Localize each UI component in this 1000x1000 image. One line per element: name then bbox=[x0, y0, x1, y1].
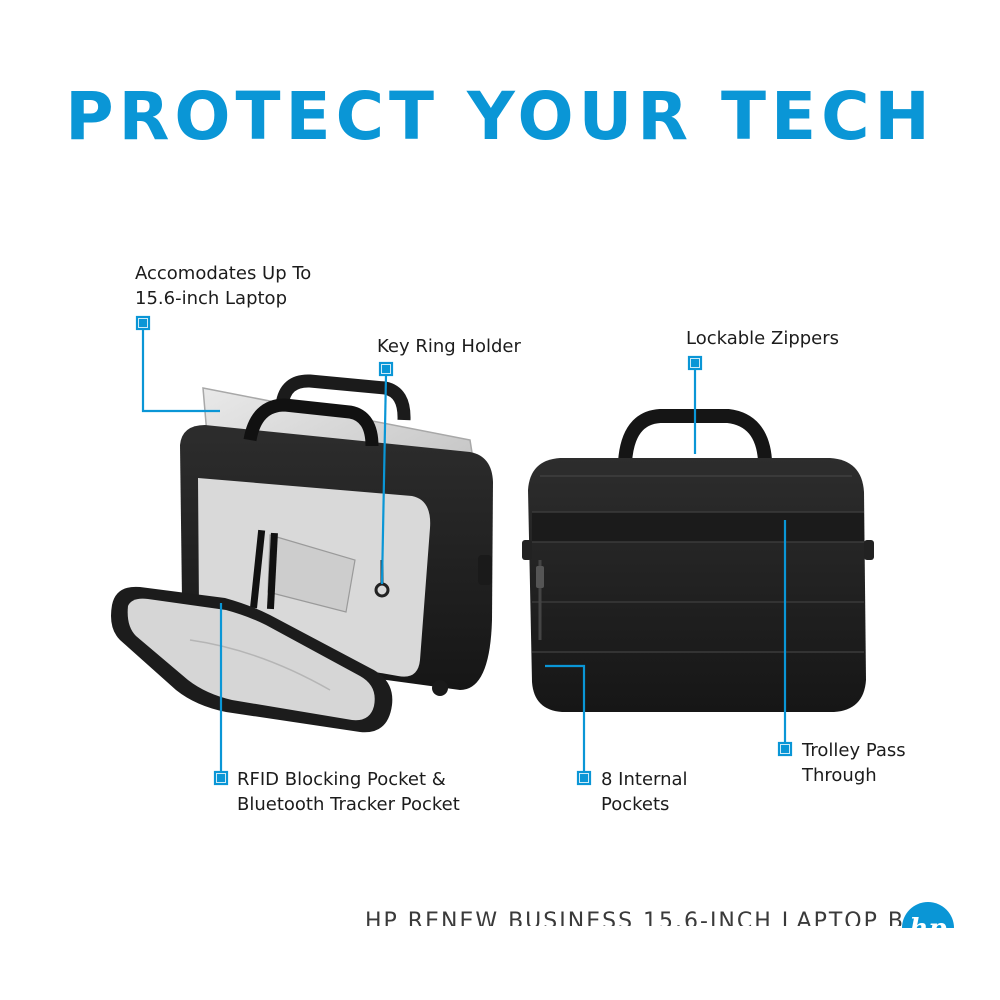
callout-rfid: RFID Blocking Pocket & Bluetooth Tracker… bbox=[237, 767, 460, 817]
callout-trolley-line1: Trolley Pass bbox=[802, 740, 906, 761]
callout-zippers-line1: Lockable Zippers bbox=[686, 328, 840, 349]
closed-bag-image bbox=[522, 409, 874, 712]
callout-laptop: Accomodates Up To 15.6-inch Laptop bbox=[135, 261, 311, 311]
callout-zippers: Lockable Zippers bbox=[686, 326, 839, 351]
callout-pockets-line1: 8 Internal bbox=[601, 769, 688, 790]
callout-trolley: Trolley Pass Through bbox=[802, 738, 906, 788]
callout-pockets-line2: Pockets bbox=[601, 794, 670, 815]
hp-logo-text: hp bbox=[909, 914, 946, 928]
callout-key-ring-line1: Key Ring Holder bbox=[377, 336, 521, 357]
callout-laptop-line2: 15.6-inch Laptop bbox=[135, 288, 287, 309]
callout-trolley-line2: Through bbox=[802, 765, 877, 786]
callout-laptop-line1: Accomodates Up To bbox=[135, 263, 312, 284]
callout-rfid-line1: RFID Blocking Pocket & bbox=[237, 769, 446, 790]
hp-logo-icon: hp bbox=[902, 902, 954, 928]
product-name-footer: HP RENEW BUSINESS 15.6-INCH LAPTOP BAG bbox=[365, 909, 941, 926]
callout-rfid-line2: Bluetooth Tracker Pocket bbox=[237, 794, 460, 815]
headline: PROTECT YOUR TECH bbox=[65, 78, 935, 155]
open-bag-image bbox=[111, 374, 493, 733]
callout-key-ring: Key Ring Holder bbox=[377, 334, 521, 359]
callout-pockets: 8 Internal Pockets bbox=[601, 767, 688, 817]
hp-logo: hp bbox=[900, 900, 956, 928]
